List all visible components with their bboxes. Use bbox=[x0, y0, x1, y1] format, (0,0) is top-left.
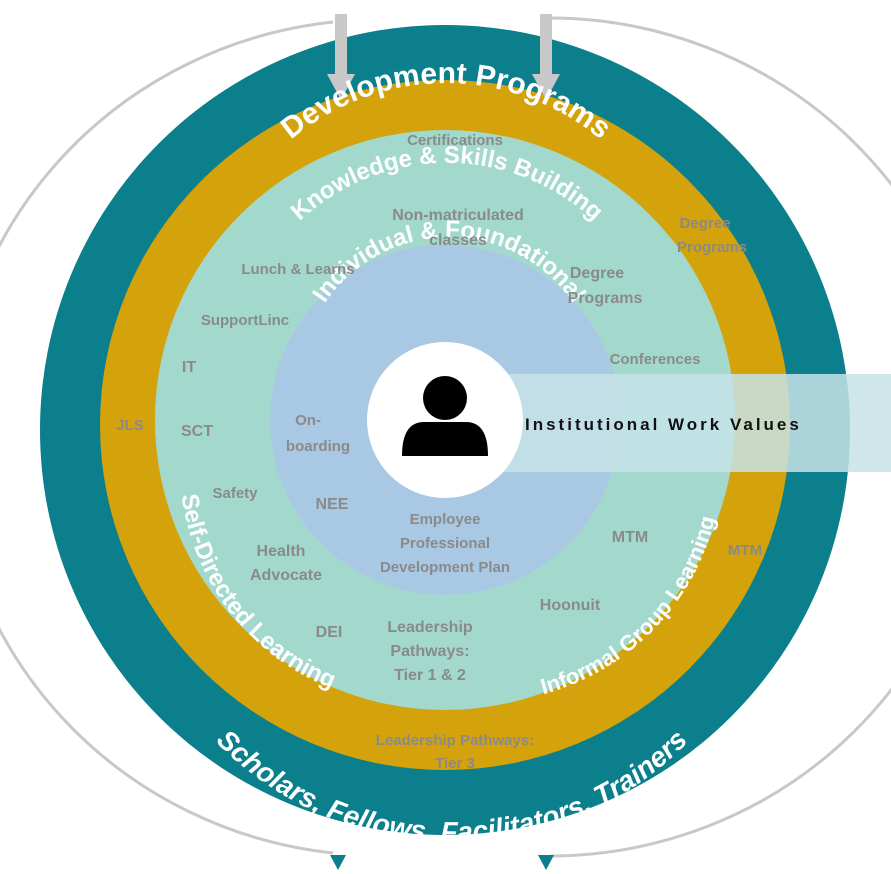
arrow-down-icon-left bbox=[327, 14, 355, 100]
label-non-matric-2: classes bbox=[429, 232, 487, 249]
label-degree-outer-2: Programs bbox=[677, 239, 747, 256]
outer-bracket-arc-right bbox=[547, 16, 891, 858]
arrow-down-icon-right bbox=[532, 14, 560, 100]
work-values-band bbox=[495, 374, 891, 472]
label-conferences: Conferences bbox=[610, 351, 701, 368]
work-values-label: Institutional Work Values bbox=[525, 415, 802, 434]
label-leadership-12-2: Pathways: bbox=[390, 643, 469, 660]
label-leadership-t3-2: Tier 3 bbox=[435, 755, 475, 772]
person-icon bbox=[402, 376, 488, 456]
label-onboarding-2: boarding bbox=[286, 438, 350, 455]
label-dei: DEI bbox=[316, 624, 343, 641]
label-non-matric-1: Non-matriculated bbox=[392, 207, 524, 224]
label-epdp-1: Employee bbox=[410, 511, 481, 528]
label-supportlinc: SupportLinc bbox=[201, 312, 289, 329]
label-epdp-2: Professional bbox=[400, 535, 490, 552]
label-it: IT bbox=[182, 359, 196, 376]
label-degree-outer-1: Degree bbox=[680, 215, 731, 232]
label-leadership-12-3: Tier 1 & 2 bbox=[394, 667, 466, 684]
label-jls: JLS bbox=[116, 417, 144, 434]
label-mtm-inner: MTM bbox=[612, 529, 648, 546]
label-degree-inner-2: Programs bbox=[568, 290, 643, 307]
label-health-1: Health bbox=[257, 543, 306, 560]
label-onboarding-1: On- bbox=[295, 412, 321, 429]
label-degree-inner-1: Degree bbox=[570, 265, 624, 282]
arrow-down-icon-bottom-right bbox=[538, 855, 554, 870]
label-epdp-3: Development Plan bbox=[380, 559, 510, 576]
label-nee: NEE bbox=[316, 496, 349, 513]
label-sct: SCT bbox=[181, 423, 213, 440]
label-leadership-12-1: Leadership bbox=[387, 619, 473, 636]
label-mtm-outer: MTM bbox=[728, 542, 762, 559]
outer-bracket-arc-left bbox=[0, 20, 334, 855]
label-lunch-learns: Lunch & Learns bbox=[241, 261, 354, 278]
label-health-2: Advocate bbox=[250, 567, 322, 584]
label-certifications: Certifications bbox=[407, 132, 503, 149]
label-safety: Safety bbox=[212, 485, 258, 502]
label-leadership-t3-1: Leadership Pathways: bbox=[376, 732, 534, 749]
arrow-down-icon-bottom-left bbox=[330, 855, 346, 870]
label-hoonuit: Hoonuit bbox=[540, 597, 601, 614]
